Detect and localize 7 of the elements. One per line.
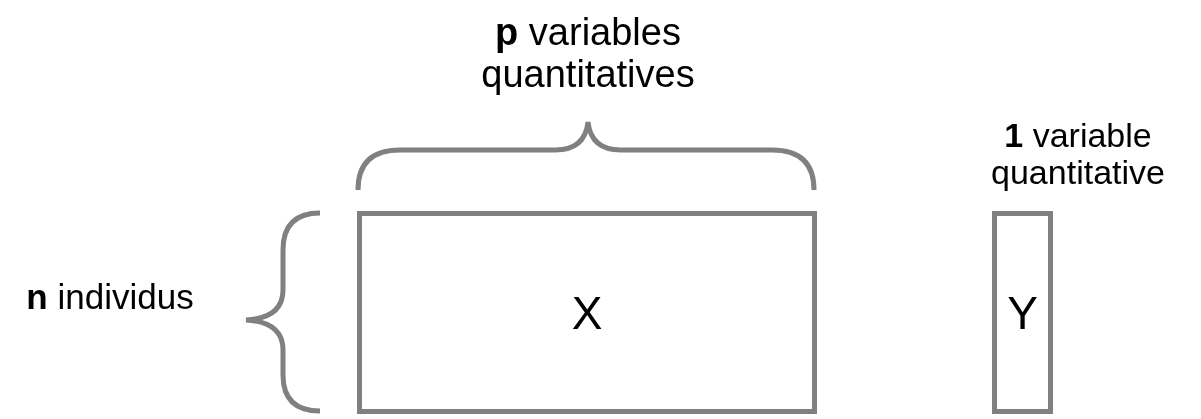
matrix-symbol: Y bbox=[1007, 285, 1038, 340]
dimension-label: p variables quantitatives bbox=[480, 12, 696, 96]
matrix-box bbox=[357, 211, 817, 414]
matrix-symbol: X bbox=[571, 285, 603, 340]
dimension-label: n individus bbox=[25, 278, 195, 317]
dimension-label: 1 variable quantitative bbox=[990, 117, 1166, 192]
matrix-box bbox=[992, 211, 1053, 414]
